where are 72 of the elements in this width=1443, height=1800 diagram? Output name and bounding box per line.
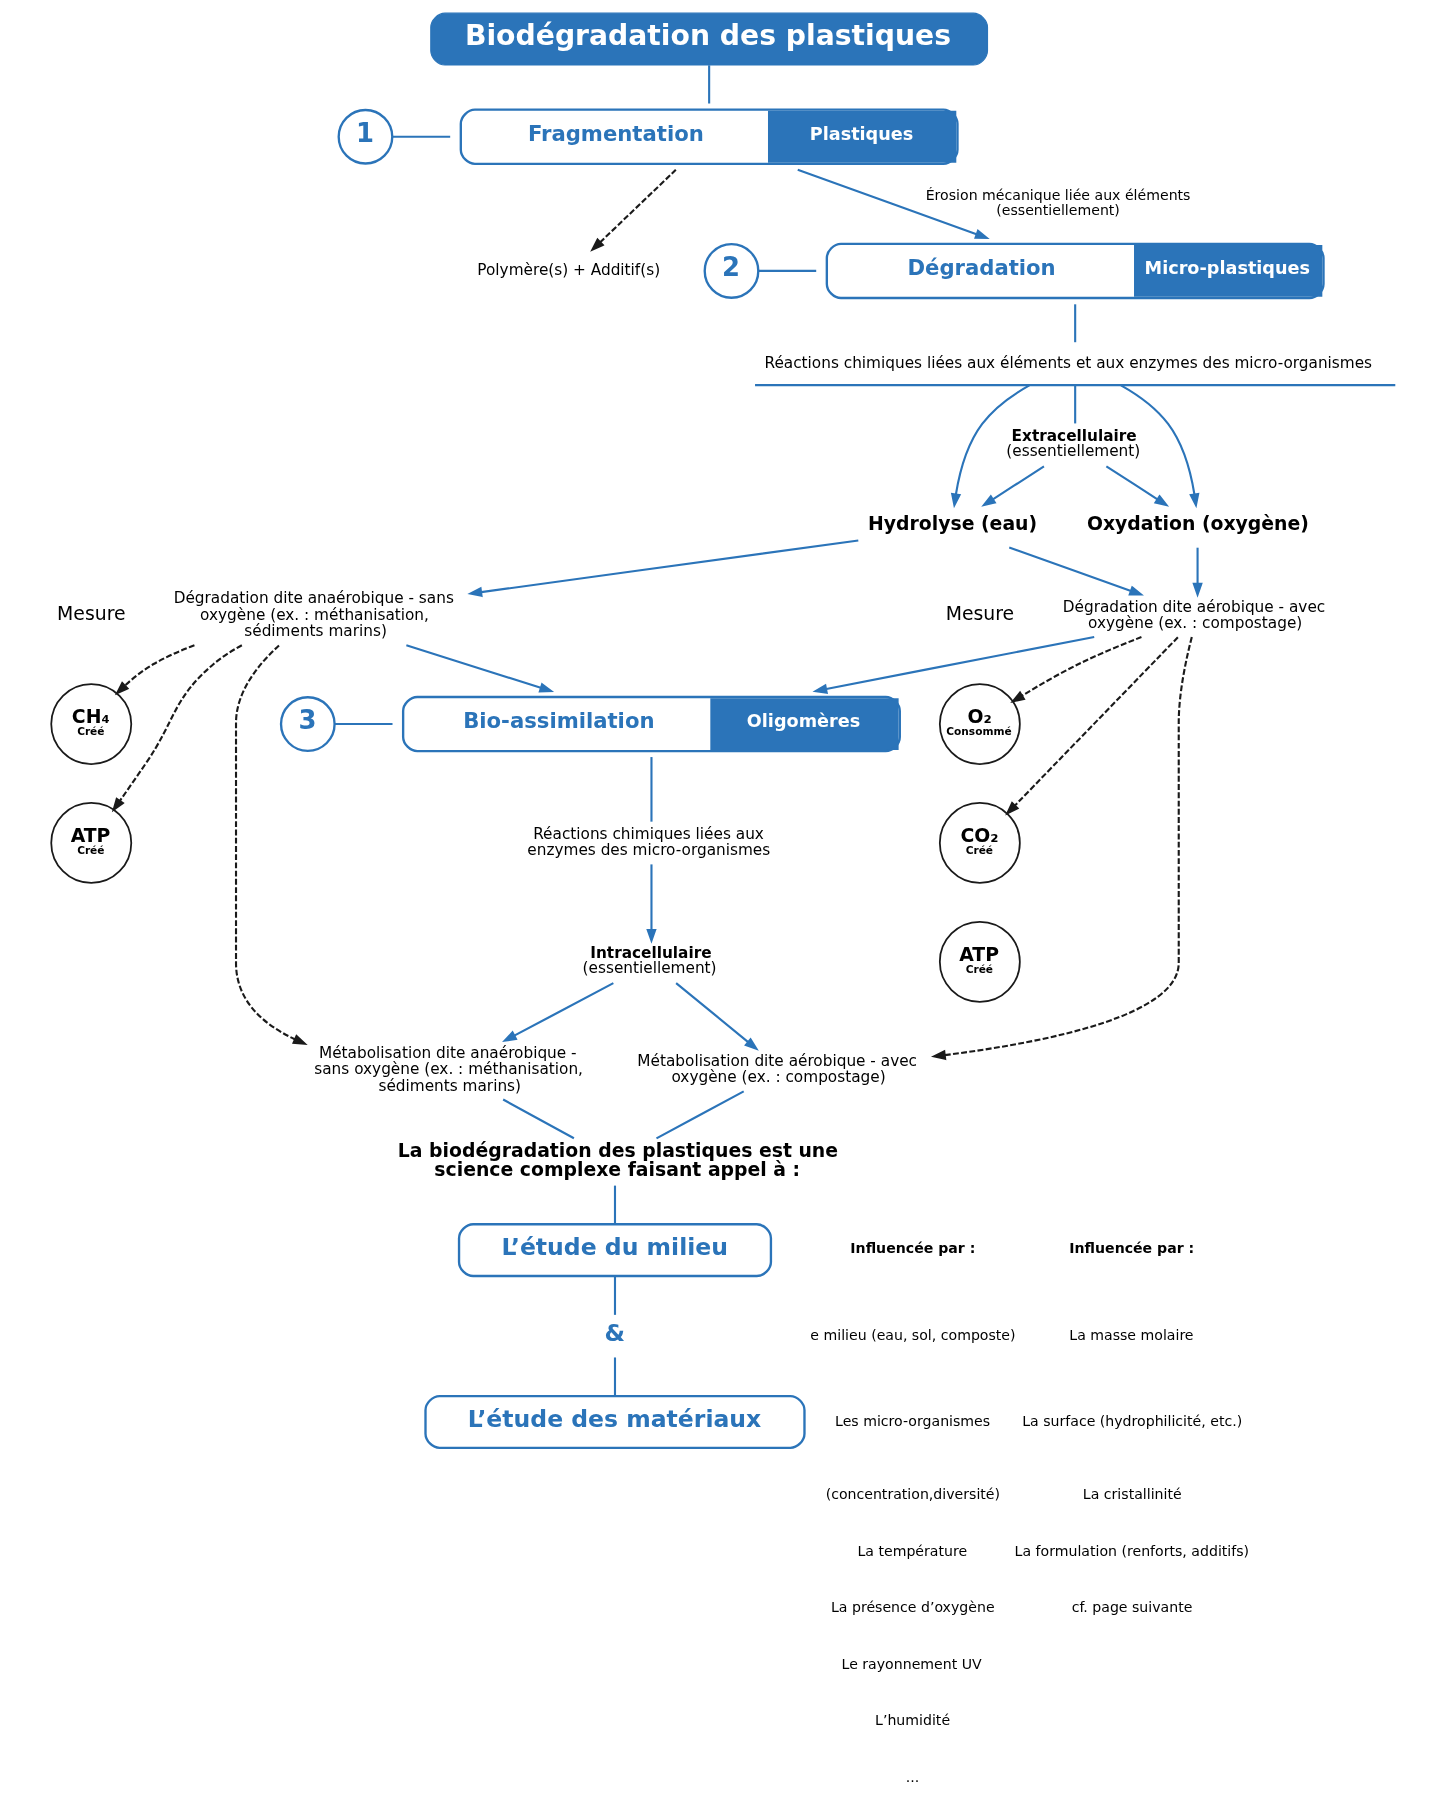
arrow <box>114 644 195 696</box>
connector <box>758 269 817 272</box>
label: La cristallinité <box>1082 1486 1182 1503</box>
arrow <box>467 539 859 598</box>
arrow <box>981 465 1045 507</box>
node-circle: 3 <box>279 696 336 752</box>
node-text: Extracellulaire (essentiellement) <box>1006 426 1141 461</box>
label: (concentration,diversité) <box>825 1486 1001 1503</box>
label: ... <box>905 1768 920 1785</box>
node-text: Polymère(s) + Additif(s) <box>477 260 661 279</box>
connector <box>392 135 451 138</box>
label: L’humidité <box>875 1712 951 1729</box>
node-circle: 2 <box>703 242 760 299</box>
arrow <box>234 644 308 1045</box>
node-circle: O₂ Consommé <box>938 683 1021 765</box>
connector <box>1074 385 1077 424</box>
label: Le rayonnement UV <box>841 1655 982 1672</box>
arrow <box>1010 636 1142 704</box>
node-text: Intracellulaire (essentiellement) <box>582 943 717 977</box>
node-text: Métabolisation dite anaérobique - sans oxygène (ex. : méthanisation, sédiments marins) <box>314 1043 583 1095</box>
arrow <box>590 169 677 252</box>
arrow <box>812 635 1095 694</box>
label: La masse molaire <box>1069 1326 1194 1343</box>
arrow <box>1105 465 1170 507</box>
node-box: Biodégradation des plastiques <box>430 12 989 66</box>
arrow <box>406 644 555 693</box>
arrow <box>1192 547 1203 598</box>
arrow <box>502 982 614 1043</box>
node-box: L’étude des matériaux <box>424 1394 806 1450</box>
node-text: & <box>604 1318 625 1347</box>
label: La formulation (renforts, additifs) <box>1014 1542 1250 1559</box>
arrow <box>675 982 759 1051</box>
node-circle: 1 <box>337 108 394 165</box>
arrow <box>797 168 990 239</box>
arrow <box>1005 636 1179 816</box>
label: Influencée par : <box>850 1239 976 1256</box>
node-text: Mesure <box>945 603 1015 625</box>
node-text: Mesure <box>57 603 126 625</box>
node-text: Métabolisation dite aérobique - avec oxygène (ex. : compostage) <box>637 1051 918 1087</box>
node-circle: ATP Créé <box>50 802 133 884</box>
node-text: Réactions chimiques liées aux enzymes des micro-organismes <box>527 824 771 860</box>
label: cf. page suivante <box>1071 1599 1193 1616</box>
node-text: Dégradation dite anaérobique - sans oxygène (ex. : méthanisation, sédiments marins) <box>173 589 454 641</box>
label: La surface (hydrophilicité, etc.) <box>1022 1412 1243 1429</box>
connector <box>650 757 653 822</box>
arrow <box>931 636 1193 1061</box>
connector <box>502 1098 575 1140</box>
label: Les micro-organismes <box>835 1412 991 1429</box>
connector <box>613 1276 617 1315</box>
connector <box>1074 304 1077 343</box>
label: Influencée par : <box>1069 1239 1195 1256</box>
arrow <box>646 864 657 944</box>
connector <box>655 1090 745 1140</box>
label: e milieu (eau, sol, composte) <box>810 1326 1016 1343</box>
connector <box>334 723 393 726</box>
node-text: La biodégradation des plastiques est une science complexe faisant appel à : <box>397 1139 839 1180</box>
arrow <box>950 384 1030 509</box>
node-box: L’étude du milieu <box>457 1223 773 1278</box>
arrow <box>1120 384 1200 509</box>
connector <box>613 1357 617 1396</box>
node-text: Hydrolyse (eau) <box>868 512 1038 534</box>
label: La présence d’oxygène <box>830 1599 995 1616</box>
node-text: Oxydation (oxygène) <box>1086 512 1309 534</box>
node-text: Réactions chimiques liées aux éléments et aux enzymes des micro-organismes <box>764 353 1373 372</box>
connector <box>708 65 711 104</box>
arrow <box>1008 546 1144 596</box>
arrow <box>111 644 243 813</box>
edge-label: Érosion mécanique liée aux éléments (essentiellement) <box>925 186 1191 219</box>
node-text: Dégradation dite aérobique - avec oxygène (ex. : compostage) <box>1062 597 1326 633</box>
node-circle: ATP Créé <box>938 920 1021 1003</box>
label: La température <box>857 1542 968 1559</box>
connector <box>613 1185 617 1225</box>
